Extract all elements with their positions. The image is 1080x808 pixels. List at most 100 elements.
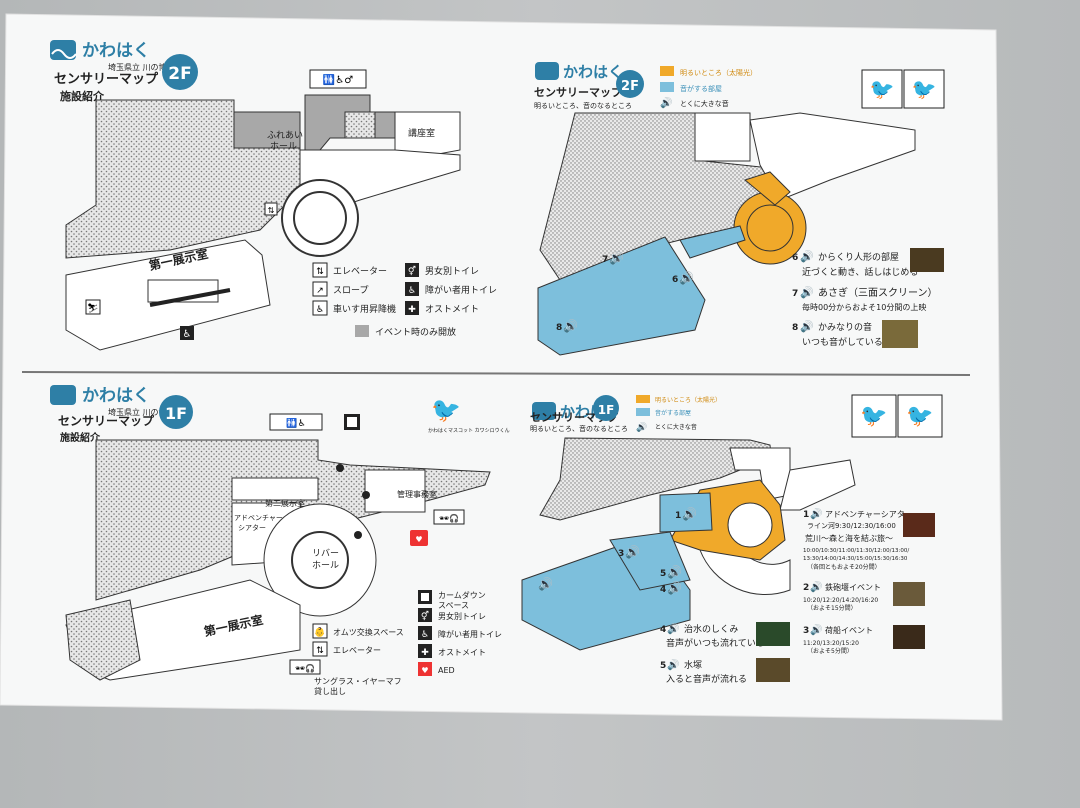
floor-badge	[159, 395, 193, 429]
svg-text:🔊: 🔊	[810, 623, 822, 636]
svg-text:サングラス・イヤーマフ: サングラス・イヤーマフ	[314, 676, 402, 686]
map-title: センサリーマップ	[534, 85, 623, 99]
svg-text:♿: ♿	[421, 630, 429, 640]
elevator-icon: ⇅	[264, 202, 278, 216]
panel-1f-sensory: かわはく センサリーマップ 明るいところ、音のなるところ 1F 明るいところ（太…	[521, 394, 943, 685]
legend-toilet: ⚥ 男女別トイレ	[405, 263, 479, 277]
svg-text:埼玉県立 川の博物館: 埼玉県立 川の博物館	[108, 407, 183, 417]
svg-text:あさぎ（三面スクリーン）: あさぎ（三面スクリーン）	[818, 286, 938, 299]
room-fureai: ふれあい	[267, 130, 303, 141]
gray-event-area	[233, 111, 301, 149]
legend-1f-sensory: 明るいところ（太陽光） 音がする部屋 🔊 とくに大きな音	[636, 395, 721, 433]
svg-text:🔊: 🔊	[679, 270, 694, 285]
svg-text:毎時00分からおよそ10分間の上映: 毎時00分からおよそ10分間の上映	[802, 302, 926, 312]
svg-text:7: 7	[792, 289, 798, 299]
svg-text:10:20/12:20/14:20/16:20: 10:20/12:20/14:20/16:20	[803, 597, 878, 604]
svg-text:いつも音がしている: いつも音がしている	[802, 336, 883, 348]
room-exhibit2: 第二展示室	[265, 498, 305, 508]
svg-text:音声がいつも流れている: 音声がいつも流れている	[666, 637, 765, 649]
item-2: 2 🔊 鉄砲堰イベント 10:20/12:20/14:20/16:20 （およそ…	[803, 580, 925, 612]
brand-sub: 埼玉県立 川の博物館	[108, 62, 183, 72]
svg-text:🔊: 🔊	[800, 285, 814, 299]
svg-text:⇅: ⇅	[268, 206, 275, 215]
legend-2f-facility: ⇅エレベーター ↗スロープ ♿車いす用昇降機 ⚥男女別トイレ ♿障がい者用トイレ…	[312, 262, 497, 338]
svg-text:オストメイト: オストメイト	[425, 304, 479, 315]
corridor-1f-s	[779, 459, 856, 511]
legend-ostomate: ✚オストメイト	[418, 644, 486, 658]
svg-text:エレベーター: エレベーター	[333, 646, 381, 655]
floor-area-1f-s	[539, 437, 773, 521]
exhibit-end-1f	[65, 599, 141, 681]
svg-text:🔊: 🔊	[667, 622, 679, 635]
svg-text:♥: ♥	[421, 666, 428, 675]
room-adventure: アドベンチャー	[234, 514, 283, 522]
svg-text:かわはく: かわはく	[563, 63, 623, 81]
item-5: 5 🔊 水塚 入ると音声が流れる	[660, 658, 790, 685]
svg-text:🐦: 🐦	[860, 404, 887, 429]
lecture-room	[394, 111, 461, 163]
sunglasses-icon: 🕶🎧	[433, 509, 465, 525]
svg-text:♿: ♿	[316, 305, 324, 315]
upper-block-2f-s	[694, 112, 751, 162]
svg-text:✚: ✚	[421, 648, 429, 658]
svg-text:🔊: 🔊	[682, 506, 697, 521]
svg-text:⇅: ⇅	[316, 267, 324, 277]
svg-text:🔊: 🔊	[800, 249, 814, 263]
office-room	[364, 469, 426, 513]
speaker-5: 5🔊	[660, 564, 682, 579]
svg-text:車いす用昇降機: 車いす用昇降機	[333, 303, 396, 315]
svg-text:音がする部屋: 音がする部屋	[680, 84, 722, 93]
room-fureai-2: ホール	[270, 141, 297, 152]
svg-text:かわはくマスコット カワシロウくん: かわはくマスコット カワシロウくん	[428, 427, 510, 434]
center-divider	[21, 371, 971, 376]
svg-text:🔊: 🔊	[636, 421, 647, 433]
brand-logo: かわはく 埼玉県立 川の博物館	[50, 385, 183, 417]
map-subtitle: 施設紹介	[60, 89, 105, 103]
legend-accessible-toilet: ♿ 障がい者用トイレ	[418, 626, 502, 640]
locator-dot	[354, 531, 362, 539]
svg-text:⚥: ⚥	[408, 265, 416, 277]
legend-event-area: イベント時のみ開放	[355, 325, 456, 338]
item-3: 3 🔊 荷船イベント 11:20/13:20/15:20 （およそ5分間）	[803, 623, 925, 655]
legend-diaper: 👶オムツ交換スペース	[312, 623, 404, 639]
speaker-icon: 🔊	[660, 96, 672, 109]
speaker-6: 6🔊	[672, 270, 694, 285]
svg-text:🐦: 🐦	[431, 396, 461, 424]
svg-text:障がい者用トイレ: 障がい者用トイレ	[438, 629, 502, 639]
map-subtitle: 明るいところ、音のなるところ	[530, 424, 628, 433]
svg-text:男女別トイレ: 男女別トイレ	[425, 265, 479, 277]
svg-text:スペース: スペース	[438, 601, 469, 610]
room-adventure-2: シアター	[238, 523, 266, 532]
svg-text:8: 8	[556, 323, 562, 333]
toilet-icons-2f: 🚻♿♂	[309, 69, 367, 89]
mascot: 🐦 かわはくマスコット カワシロウくん	[428, 396, 510, 434]
item-1: 1 🔊 アドベンチャーシアター ライン河9:30/12:30/16:00 荒川〜…	[803, 507, 935, 571]
panel-2f-facility: かわはく 埼玉県立 川の博物館 センサリーマップ 施設紹介 2F ふれあい ホー…	[50, 40, 497, 351]
svg-text:🔊: 🔊	[810, 507, 822, 520]
svg-text:からくり人形の部屋: からくり人形の部屋	[818, 251, 899, 263]
svg-text:♿: ♿	[408, 286, 416, 296]
svg-text:貸し出し: 貸し出し	[314, 686, 346, 696]
floor-badge	[593, 395, 619, 421]
svg-text:🔊: 🔊	[667, 658, 679, 671]
speaker-1: 1🔊	[675, 506, 697, 521]
svg-text:👶: 👶	[314, 626, 325, 638]
brand-logo: かわはく 埼玉県立 川の博物館	[50, 40, 183, 72]
rotunda-2f-inner	[293, 191, 347, 245]
svg-text:1F: 1F	[598, 403, 615, 417]
panel-2f-sensory: かわはく センサリーマップ 明るいところ、音のなるところ 2F 明るいところ（太…	[534, 62, 945, 356]
svg-text:荷船イベント: 荷船イベント	[825, 625, 873, 635]
svg-text:かみなりの音: かみなりの音	[818, 321, 872, 333]
svg-text:🐦: 🐦	[906, 404, 933, 429]
svg-text:AED: AED	[438, 666, 455, 675]
svg-text:（およそ5分間）: （およそ5分間）	[807, 647, 853, 655]
svg-text:✚: ✚	[408, 305, 416, 315]
legend-ostomate: ✚ オストメイト	[405, 301, 479, 315]
svg-text:治水のしくみ: 治水のしくみ	[684, 623, 738, 635]
bright-corridor-2f	[743, 171, 791, 206]
svg-text:🐦: 🐦	[870, 77, 895, 101]
speaker-7: 7🔊	[602, 250, 624, 265]
locator-dot	[362, 491, 370, 499]
brand-name: かわはく	[82, 41, 150, 61]
svg-text:🔊: 🔊	[667, 580, 682, 595]
